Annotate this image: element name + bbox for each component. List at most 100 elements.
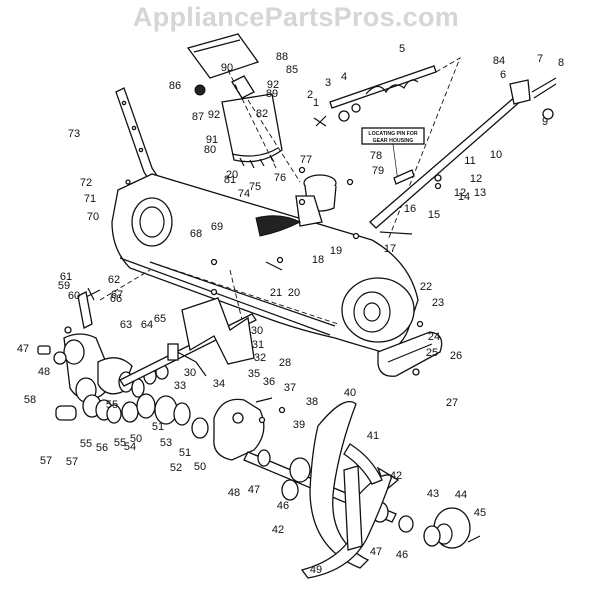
part-callout-56: 56 — [96, 442, 108, 454]
part-callout-21: 21 — [270, 287, 282, 299]
part-callout-46: 46 — [396, 549, 408, 561]
part-callout-52: 52 — [170, 462, 182, 474]
part-callout-20: 20 — [226, 169, 238, 181]
part-callout-12: 12 — [470, 173, 482, 185]
part-callout-51: 51 — [152, 421, 164, 433]
part-callout-36: 36 — [263, 376, 275, 388]
part-callout-11: 11 — [464, 155, 475, 167]
auger-flight-left — [309, 400, 370, 569]
part-callout-65: 65 — [154, 313, 166, 325]
part-callout-92: 92 — [208, 109, 220, 121]
part-callout-6: 6 — [500, 69, 506, 81]
part-callout-38: 38 — [306, 396, 318, 408]
part-callout-30: 30 — [251, 325, 263, 337]
part-callout-24: 24 — [428, 331, 440, 343]
part-callout-49: 49 — [310, 564, 322, 576]
part-callout-44: 44 — [455, 489, 467, 501]
part-callout-87: 87 — [192, 111, 204, 123]
part-callout-66: 66 — [110, 293, 122, 305]
part-callout-69: 69 — [211, 221, 223, 233]
part-callout-81: 81 — [224, 174, 236, 186]
part-callout-30: 30 — [184, 367, 196, 379]
part-callout-33: 33 — [174, 380, 186, 392]
gear-case-plate — [213, 398, 265, 461]
part-callout-12: 12 — [454, 187, 466, 199]
watermark-text: AppliancePartsPros.com — [132, 2, 460, 32]
part-callout-3: 3 — [325, 77, 331, 89]
part-callout-22: 22 — [420, 281, 432, 293]
part-callout-74: 74 — [238, 188, 250, 200]
part-callout-46: 46 — [277, 500, 289, 512]
part-callout-86: 86 — [169, 80, 181, 92]
part-callout-43: 43 — [427, 488, 439, 500]
part-callout-37: 37 — [284, 382, 296, 394]
part-callout-70: 70 — [87, 211, 99, 223]
part-callout-18: 18 — [312, 254, 324, 266]
part-callout-50: 50 — [130, 433, 142, 445]
part-callout-32: 32 — [254, 352, 266, 364]
note-line-2: GEAR HOUSING — [373, 138, 414, 144]
part-callout-9: 9 — [542, 116, 548, 128]
part-callout-85: 85 — [286, 64, 298, 76]
part-callout-67: 67 — [111, 289, 123, 301]
part-callout-76: 76 — [274, 172, 286, 184]
part-callout-60: 60 — [68, 290, 80, 302]
chute-crank-rod — [369, 95, 524, 229]
part-callout-14: 14 — [458, 191, 470, 203]
impeller — [181, 297, 255, 365]
part-callout-55: 55 — [80, 438, 92, 450]
auger-flight-right — [300, 474, 393, 579]
part-callout-57: 57 — [40, 455, 52, 467]
part-callout-82: 82 — [256, 108, 268, 120]
part-callout-59: 59 — [58, 280, 70, 292]
part-callout-28: 28 — [279, 357, 291, 369]
part-callout-72: 72 — [80, 177, 92, 189]
part-callout-51: 51 — [179, 447, 191, 459]
right-side-plate — [341, 277, 415, 343]
part-callout-50: 50 — [194, 461, 206, 473]
part-callout-26: 26 — [450, 350, 462, 362]
part-callout-20: 20 — [288, 287, 300, 299]
part-callout-41: 41 — [367, 430, 379, 442]
part-callout-90: 90 — [221, 62, 233, 74]
part-callout-42: 42 — [272, 524, 284, 536]
part-callout-19: 19 — [330, 245, 342, 257]
part-callout-39: 39 — [293, 419, 305, 431]
part-callout-73: 73 — [68, 128, 80, 140]
part-callout-84: 84 — [493, 55, 505, 67]
part-callout-64: 64 — [141, 319, 153, 331]
part-callout-45: 45 — [474, 507, 486, 519]
part-callout-54: 54 — [124, 441, 136, 453]
part-callout-80: 80 — [204, 144, 216, 156]
part-callout-7: 7 — [537, 53, 543, 65]
part-callout-91: 91 — [206, 134, 218, 146]
left-bearing-plate — [131, 197, 173, 247]
part-callout-47: 47 — [370, 546, 382, 558]
part-callout-55: 55 — [106, 399, 118, 411]
part-callout-61: 61 — [60, 271, 72, 283]
part-callout-23: 23 — [432, 297, 444, 309]
part-callout-48: 48 — [228, 487, 240, 499]
part-callout-53: 53 — [160, 437, 172, 449]
part-callout-47: 47 — [17, 343, 29, 355]
part-callout-57: 57 — [66, 456, 78, 468]
part-callout-58: 58 — [24, 394, 36, 406]
note-line-1: LOCATING PIN FOR — [368, 131, 417, 137]
part-callout-63: 63 — [120, 319, 132, 331]
part-callout-48: 48 — [38, 366, 50, 378]
part-callout-16: 16 — [404, 203, 416, 215]
part-callout-2: 2 — [307, 89, 313, 101]
part-callout-34: 34 — [213, 378, 225, 390]
part-callout-5: 5 — [399, 43, 405, 55]
part-callout-92: 92 — [267, 79, 279, 91]
drive-cover — [377, 331, 443, 377]
part-callout-40: 40 — [344, 387, 356, 399]
part-callout-68: 68 — [190, 228, 202, 240]
part-callout-13: 13 — [474, 187, 486, 199]
part-callout-62: 62 — [108, 274, 120, 286]
part-callout-89: 89 — [266, 88, 278, 100]
part-callout-88: 88 — [276, 51, 288, 63]
part-callout-8: 8 — [558, 57, 564, 69]
part-callout-4: 4 — [341, 71, 347, 83]
